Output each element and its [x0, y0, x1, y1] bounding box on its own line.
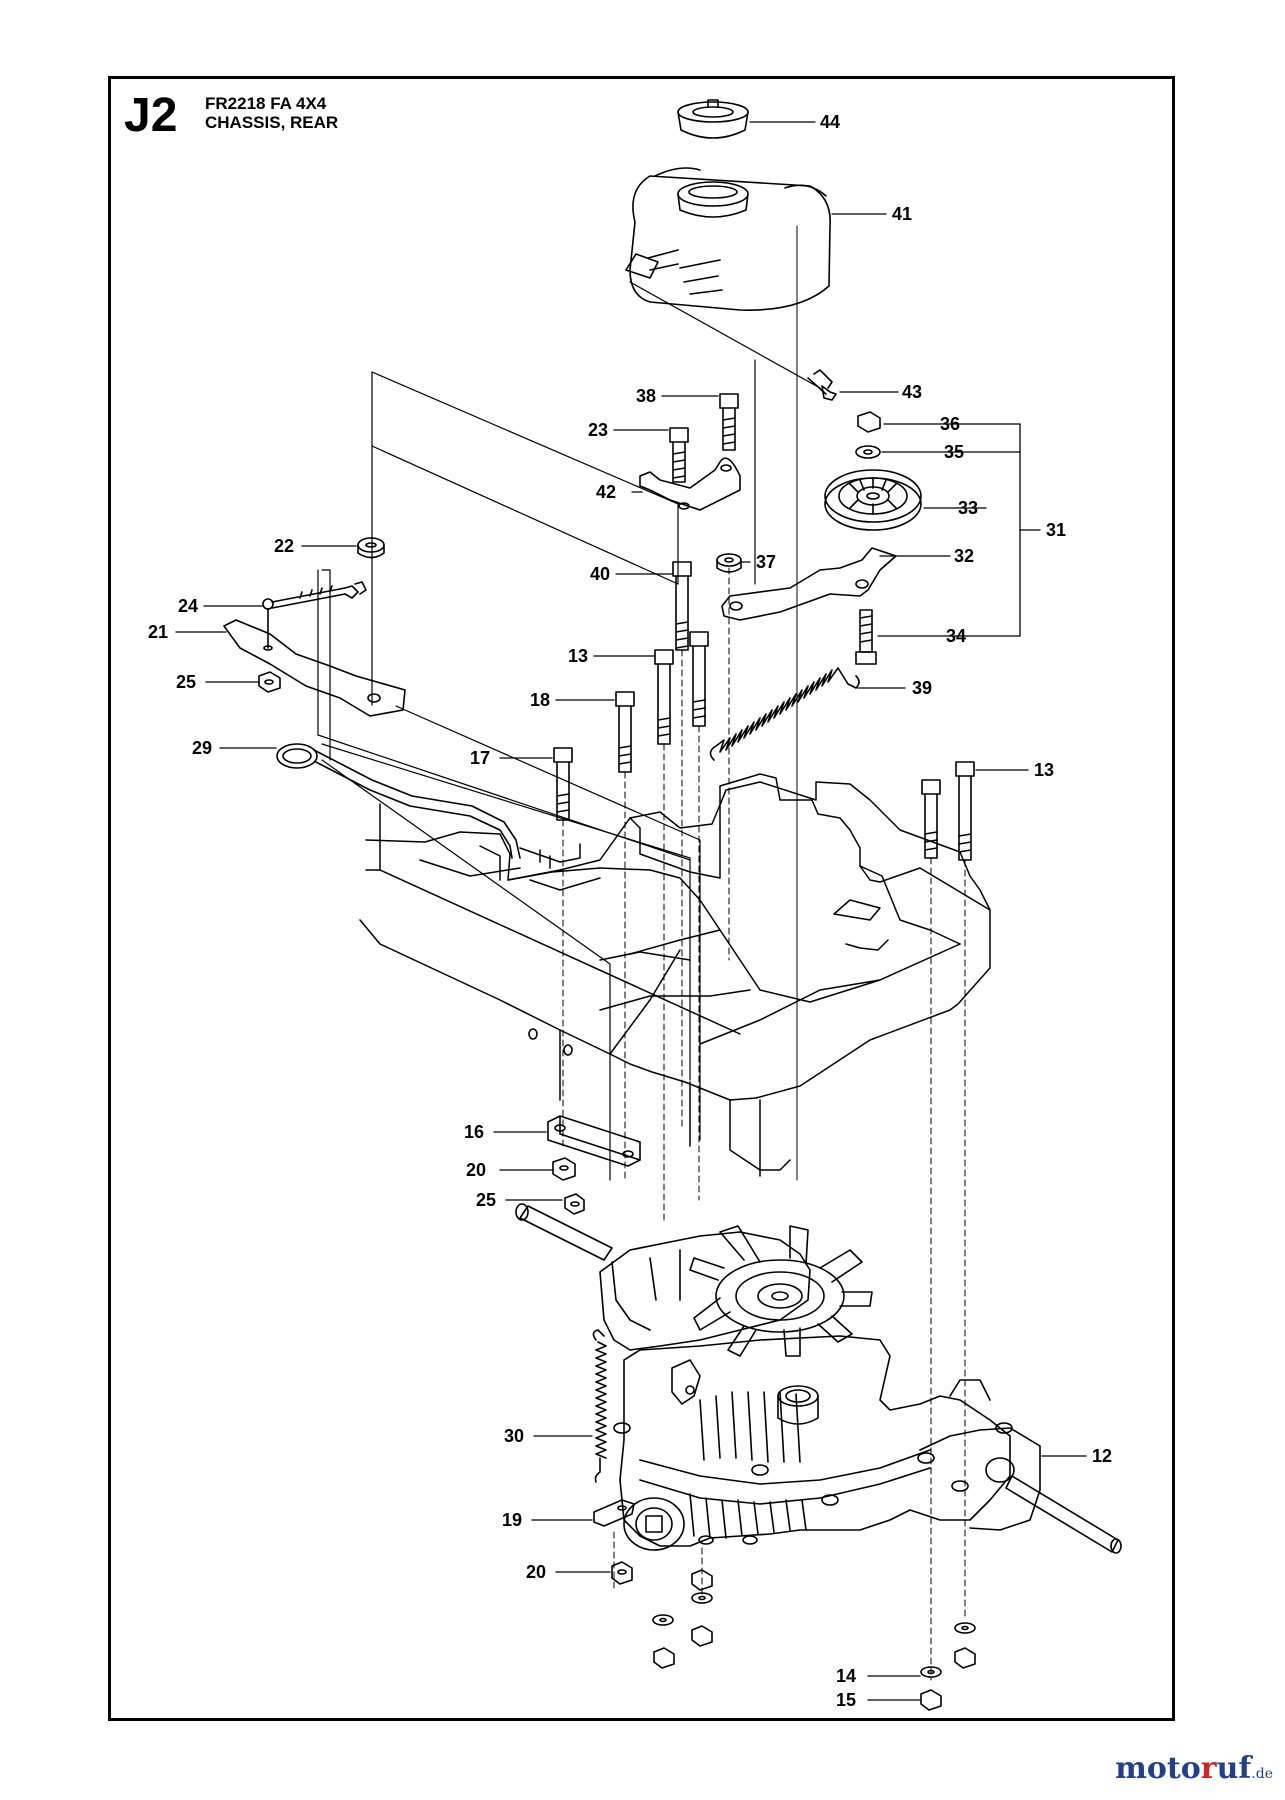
callout-20-lower: 20 — [526, 1562, 547, 1582]
bolt-38 — [719, 393, 739, 451]
watermark-accent: r — [1200, 1751, 1217, 1786]
nut-25-left — [258, 671, 281, 693]
idler-arm-32 — [721, 547, 897, 621]
callout-22: 22 — [274, 536, 295, 556]
callout-32: 32 — [954, 546, 975, 566]
callout-42: 42 — [596, 482, 617, 502]
spacer-16 — [547, 1115, 641, 1167]
chassis-rear-frame — [359, 773, 991, 1177]
callout-13-right: 13 — [1034, 760, 1055, 780]
callout-14: 14 — [836, 1666, 857, 1686]
callout-13-upper: 13 — [568, 646, 589, 666]
bracket-19 — [593, 1499, 635, 1527]
bolt-13-right-a — [921, 779, 941, 859]
bottom-hardware — [652, 1569, 976, 1711]
watermark-part1: moto — [1115, 1751, 1201, 1786]
callout-15: 15 — [836, 1690, 857, 1710]
bracket-42 — [639, 457, 741, 511]
spring-30 — [592, 1329, 607, 1483]
model-name: FR2218 FA 4X4 — [205, 94, 327, 113]
washer-22 — [357, 537, 385, 559]
nut-20-upper — [552, 1157, 576, 1181]
washer-35 — [855, 445, 881, 459]
callout-17: 17 — [470, 748, 491, 768]
bolt-18 — [615, 691, 635, 773]
callout-44: 44 — [820, 112, 841, 132]
bolt-23 — [669, 427, 689, 483]
callout-40: 40 — [590, 564, 611, 584]
diagram-frame — [108, 76, 1175, 1721]
rod-end-24 — [262, 581, 367, 649]
pulley-33 — [824, 469, 922, 531]
callout-37: 37 — [756, 552, 777, 572]
callout-34: 34 — [946, 626, 967, 646]
callout-39: 39 — [912, 678, 933, 698]
oil-tank — [625, 167, 831, 311]
section-code: J2 — [124, 89, 178, 142]
callout-31: 31 — [1046, 520, 1067, 540]
watermark-part2: uf — [1216, 1751, 1252, 1786]
watermark-logo: motoruf.de — [1115, 1754, 1273, 1784]
rod-29 — [276, 743, 521, 859]
chassis-holes — [528, 1028, 573, 1056]
callout-21: 21 — [148, 622, 169, 642]
callout-29: 29 — [192, 738, 213, 758]
tank-cap — [677, 99, 749, 139]
bolt-13-mid — [689, 631, 709, 727]
callout-36: 36 — [940, 414, 961, 434]
transaxle — [515, 1203, 1122, 1554]
callout-20-upper: 20 — [466, 1160, 487, 1180]
bolt-13-left — [654, 649, 674, 745]
bolt-34 — [855, 609, 877, 665]
callout-43: 43 — [902, 382, 923, 402]
spring-39 — [709, 667, 860, 761]
callout-24: 24 — [178, 596, 199, 616]
nut-20-lower — [611, 1561, 633, 1585]
bolt-17 — [553, 747, 573, 821]
callout-16: 16 — [464, 1122, 485, 1142]
lever-21 — [223, 619, 406, 717]
nut-36 — [857, 411, 881, 433]
alignment-lines — [562, 567, 966, 1681]
callout-23: 23 — [588, 420, 609, 440]
callout-12: 12 — [1092, 1446, 1113, 1466]
leader-lines — [175, 121, 1087, 1701]
callout-35: 35 — [944, 442, 965, 462]
callout-25-left: 25 — [176, 672, 197, 692]
bolt-13-right-b — [955, 761, 975, 861]
section-title: CHASSIS, REAR — [205, 113, 339, 132]
nut-25-lower — [564, 1193, 585, 1215]
bolt-40 — [672, 561, 692, 651]
watermark-domain: .de — [1251, 1766, 1273, 1782]
callout-30: 30 — [504, 1426, 525, 1446]
callout-18: 18 — [530, 690, 551, 710]
callout-33: 33 — [958, 498, 979, 518]
callout-25-lower: 25 — [476, 1190, 497, 1210]
bolt-43 — [807, 369, 837, 401]
callout-41: 41 — [892, 204, 913, 224]
callout-19: 19 — [502, 1510, 523, 1530]
callout-38: 38 — [636, 386, 657, 406]
